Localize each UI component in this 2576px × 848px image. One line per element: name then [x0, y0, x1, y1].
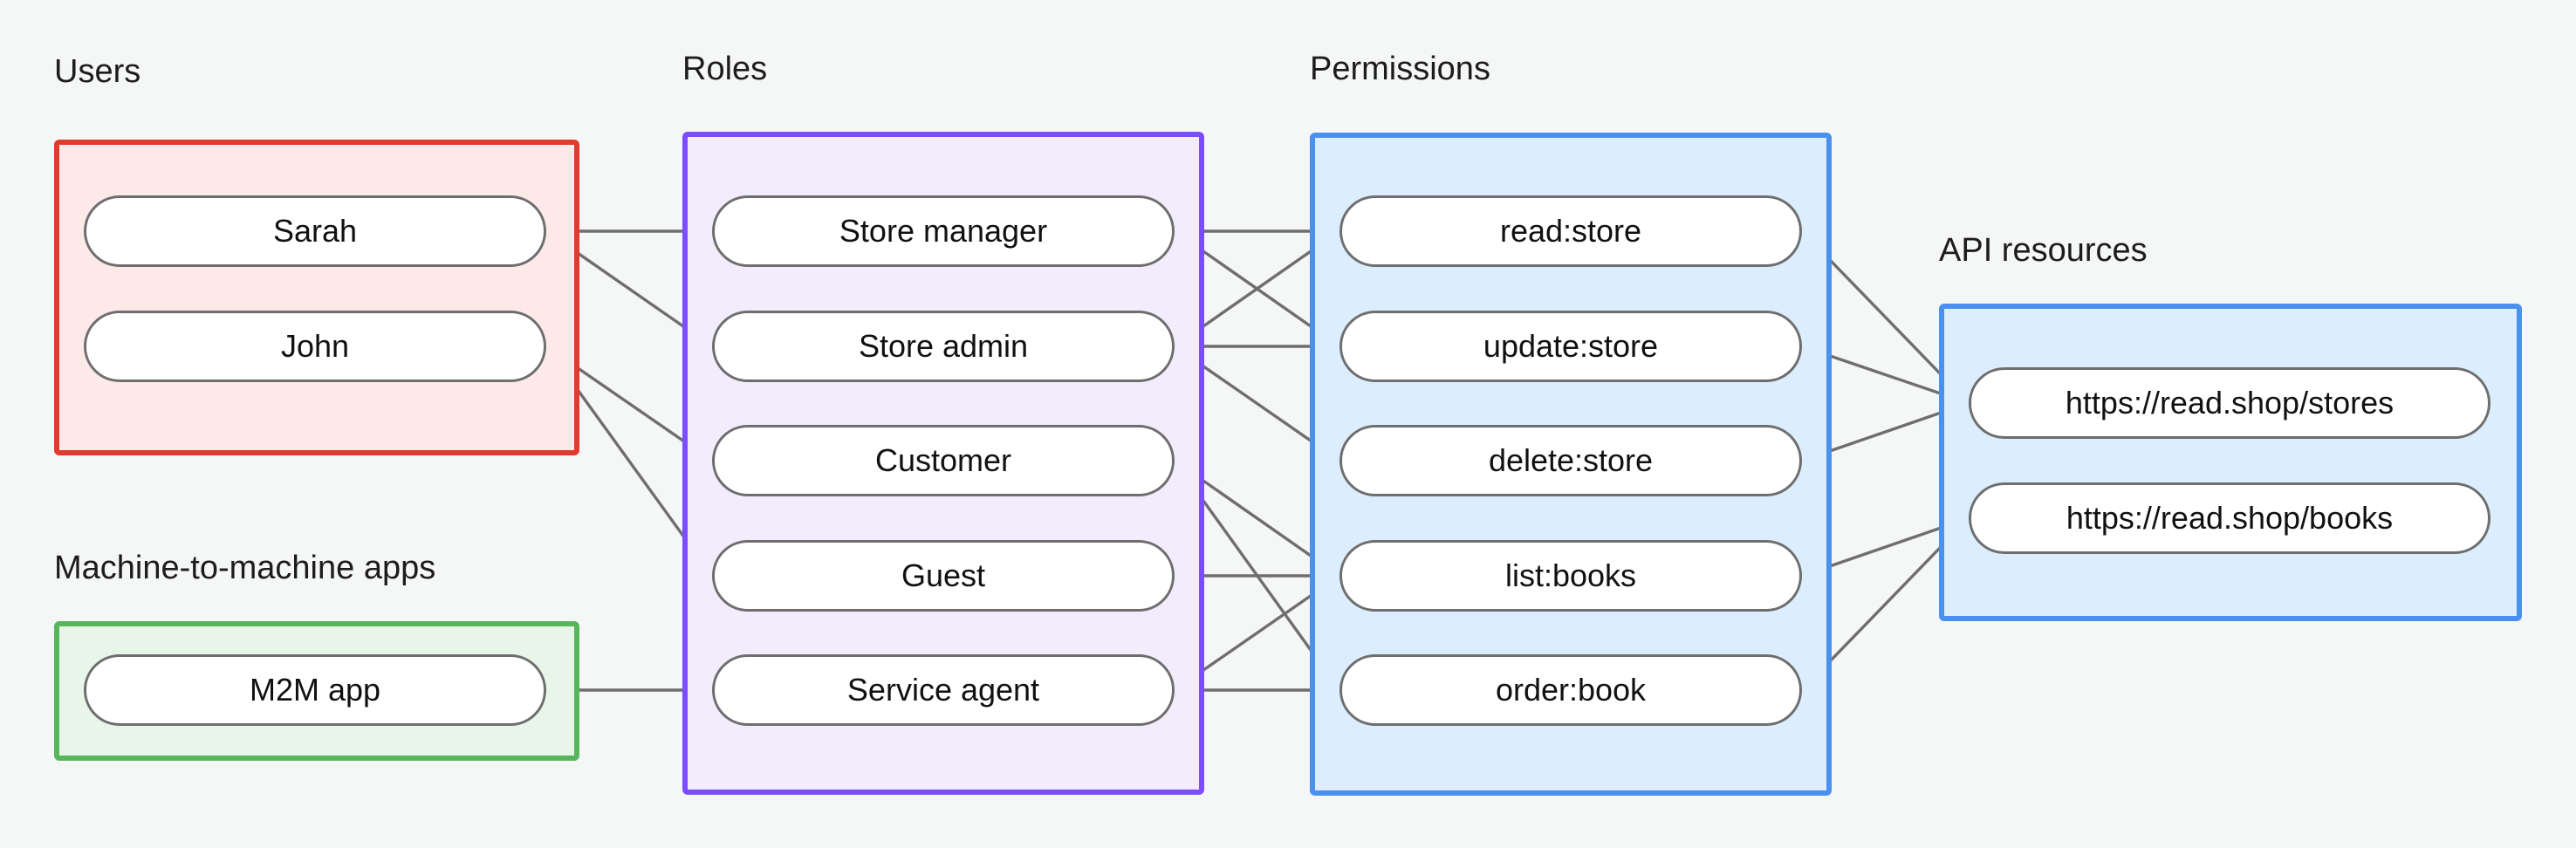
group-box-api-resources — [1939, 304, 2522, 621]
group-box-users — [54, 140, 579, 455]
group-title-api-resources: API resources — [1939, 232, 2148, 269]
node-list-books[interactable]: list:books — [1339, 540, 1802, 612]
node-customer[interactable]: Customer — [712, 425, 1175, 496]
node-order-book[interactable]: order:book — [1339, 654, 1802, 726]
node-sarah[interactable]: Sarah — [84, 195, 546, 267]
node-read-store[interactable]: read:store — [1339, 195, 1802, 267]
group-title-permissions: Permissions — [1310, 51, 1490, 87]
group-title-m2m: Machine-to-machine apps — [54, 550, 436, 586]
node-guest[interactable]: Guest — [712, 540, 1175, 612]
node-delete-store[interactable]: delete:store — [1339, 425, 1802, 496]
group-title-users: Users — [54, 53, 141, 90]
node-update-store[interactable]: update:store — [1339, 311, 1802, 382]
group-title-roles: Roles — [682, 51, 768, 87]
node-store-admin[interactable]: Store admin — [712, 311, 1175, 382]
node-john[interactable]: John — [84, 311, 546, 382]
node-m2m-app[interactable]: M2M app — [84, 654, 546, 726]
node-res-stores[interactable]: https://read.shop/stores — [1969, 367, 2490, 439]
node-res-books[interactable]: https://read.shop/books — [1969, 482, 2490, 554]
node-store-manager[interactable]: Store manager — [712, 195, 1175, 267]
node-service-agent[interactable]: Service agent — [712, 654, 1175, 726]
